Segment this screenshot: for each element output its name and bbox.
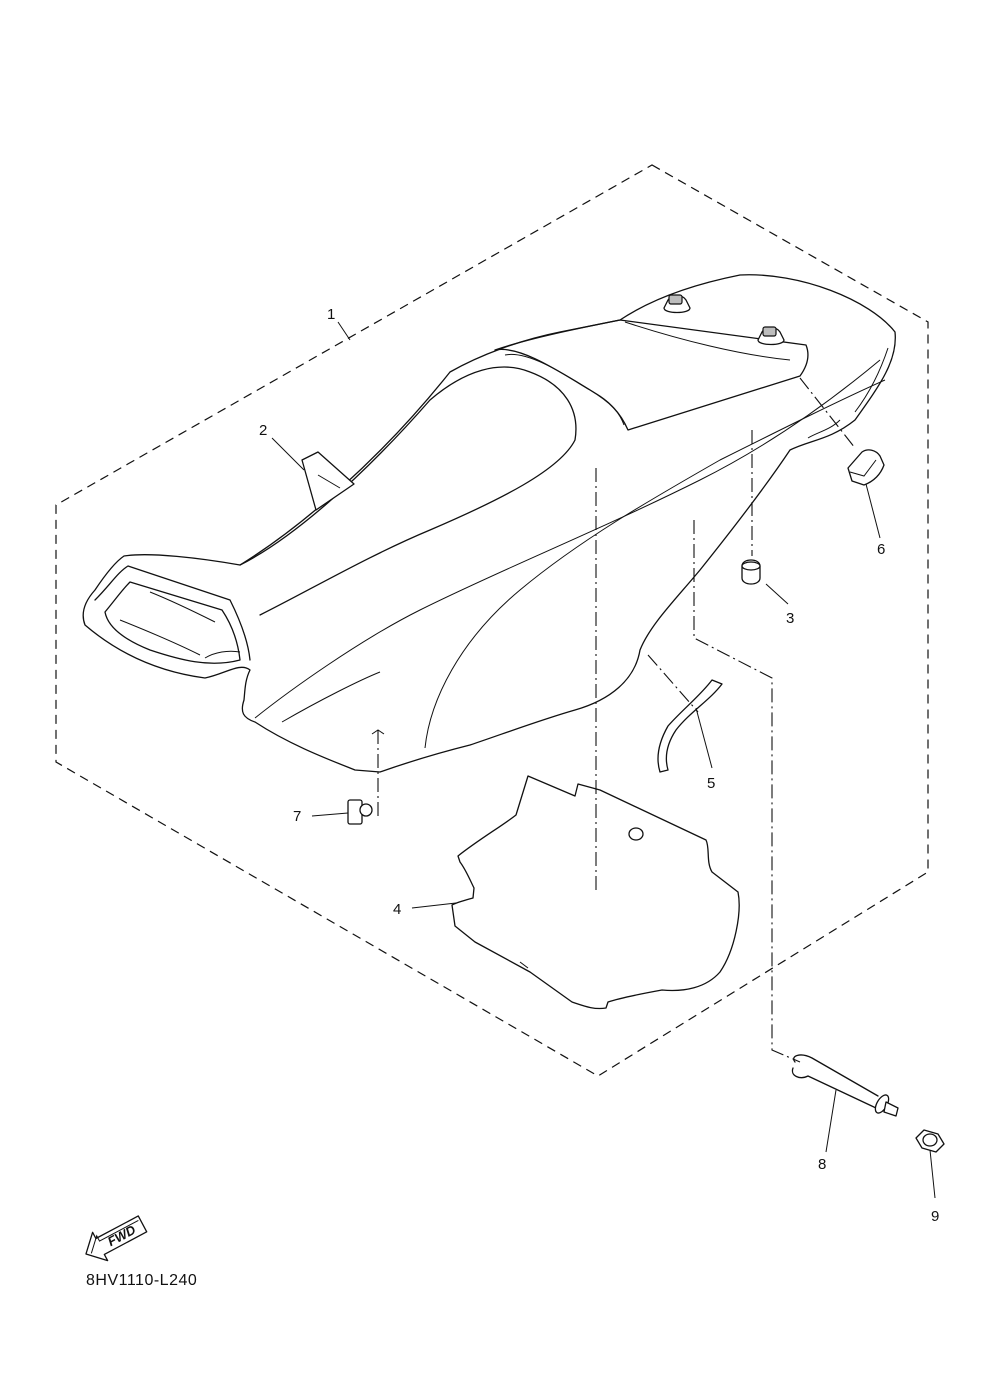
fwd-arrow-icon: FWD — [85, 1215, 148, 1262]
callout-1: 1 — [327, 306, 335, 323]
seat-hook-left — [663, 294, 691, 314]
strip-part-5 — [657, 679, 723, 773]
tray-part-4 — [451, 775, 740, 1010]
callout-6: 6 — [877, 541, 885, 558]
callout-4: 4 — [393, 901, 401, 918]
callout-8: 8 — [818, 1156, 826, 1173]
seat-assembly — [82, 274, 896, 773]
clip-part-7 — [347, 799, 373, 825]
tray-hole — [628, 827, 644, 841]
nut-part-9 — [915, 1129, 945, 1153]
callout-3: 3 — [786, 610, 794, 627]
diagram-code: 8HV1110-L240 — [86, 1272, 198, 1289]
leader-lines — [271, 321, 936, 1199]
assembly-boundary — [55, 164, 929, 1077]
callout-5: 5 — [707, 775, 715, 792]
seat-hook-right — [757, 326, 785, 346]
damper-part-6 — [847, 449, 885, 486]
damper-part-3 — [741, 559, 761, 585]
callout-7: 7 — [293, 808, 301, 825]
bolt-part-8 — [791, 1054, 899, 1117]
callout-2: 2 — [259, 422, 267, 439]
callout-9: 9 — [931, 1208, 939, 1225]
